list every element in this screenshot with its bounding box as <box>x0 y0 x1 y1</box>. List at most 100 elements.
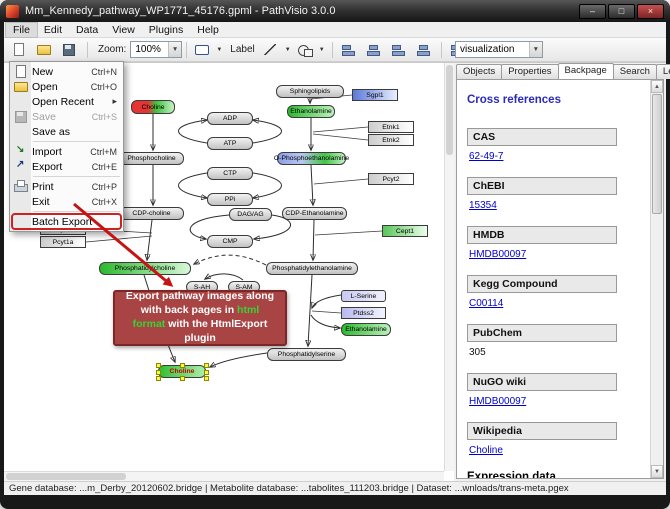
xref-link[interactable]: HMDB00097 <box>469 396 527 407</box>
selection-handle[interactable] <box>156 369 161 375</box>
selection-handle[interactable] <box>156 363 161 368</box>
scrollbar-thumb[interactable] <box>652 94 662 214</box>
selection-handle[interactable] <box>156 376 161 381</box>
pathway-node-sgpl1[interactable]: Sgpl1 <box>352 89 398 101</box>
dropdown-arrow-icon[interactable]: ▼ <box>167 42 182 57</box>
xref-link[interactable]: HMDB00097 <box>469 249 527 260</box>
tab-properties[interactable]: Properties <box>501 64 559 79</box>
pathway-node-cept1[interactable]: Cept1 <box>382 225 428 237</box>
scroll-up-button[interactable]: ▲ <box>651 80 663 93</box>
distribute-vertical-button[interactable] <box>412 41 437 59</box>
pathway-node-cdp-choline[interactable]: CDP-choline <box>119 207 184 220</box>
insert-datanode-button[interactable]: ▼ <box>191 41 225 59</box>
selection-handle[interactable] <box>180 363 185 368</box>
tab-backpage[interactable]: Backpage <box>557 63 614 79</box>
visualization-combobox[interactable]: visualization ▼ <box>455 41 543 58</box>
dropdown-arrow-icon[interactable]: ▼ <box>318 46 325 53</box>
pathway-node-pcyt1a[interactable]: Pcyt1a <box>40 236 86 248</box>
xref-link[interactable]: C00114 <box>469 298 504 309</box>
selection-handle[interactable] <box>180 376 185 381</box>
menubar-item-file[interactable]: File <box>5 21 38 38</box>
minimize-button[interactable]: – <box>579 3 606 19</box>
canvas-vertical-scrollbar[interactable] <box>444 63 454 471</box>
pathway-node-phosphatidylethanolamine[interactable]: Phosphatidylethanolamine <box>266 262 358 275</box>
tab-objects[interactable]: Objects <box>456 64 503 79</box>
dropdown-arrow-icon[interactable]: ▼ <box>528 42 542 57</box>
dropdown-arrow-icon[interactable]: ▼ <box>216 46 223 53</box>
pathway-node-o-phosphoethanolamine[interactable]: O-Phosphoethanolamine <box>274 152 349 165</box>
menubar-item-plugins[interactable]: Plugins <box>148 23 184 36</box>
new-file-button[interactable] <box>8 41 33 59</box>
close-button[interactable]: × <box>637 3 664 19</box>
tab-search[interactable]: Search <box>612 64 657 79</box>
menubar-item-view[interactable]: View <box>112 23 135 36</box>
menu-item-batch-export[interactable]: Batch Export <box>10 213 123 230</box>
pathway-node-phosphatidylcholine[interactable]: Phosphatidylcholine <box>99 262 191 275</box>
distribute-horizontal-button[interactable] <box>387 41 412 59</box>
toolbar-separator <box>186 41 188 58</box>
pathway-node-pcyt2[interactable]: Pcyt2 <box>368 173 414 185</box>
pathway-node-cmp[interactable]: CMP <box>207 235 253 248</box>
insert-line-button[interactable]: ▼ <box>260 41 294 59</box>
pathway-node-choline-bottom[interactable]: Choline <box>156 363 209 381</box>
pathway-node-l-serine[interactable]: L-Serine <box>341 290 386 302</box>
scrollbar-thumb[interactable] <box>446 65 453 155</box>
menubar-item-edit[interactable]: Edit <box>43 23 63 36</box>
pathway-node-ethanolamine-bottom[interactable]: Ethanolamine <box>341 323 391 336</box>
annotation-callout: Export pathway images along with back pa… <box>113 290 287 346</box>
pathway-node-etnk2[interactable]: Etnk2 <box>368 134 414 146</box>
status-text: Gene database: ...m_Derby_20120602.bridg… <box>9 483 569 494</box>
scroll-down-button[interactable]: ▼ <box>651 465 663 478</box>
canvas-horizontal-scrollbar[interactable] <box>4 471 444 481</box>
tab-legend[interactable]: Legend <box>655 64 670 79</box>
title-bar[interactable]: Mm_Kennedy_pathway_WP1771_45176.gpml - P… <box>0 0 670 22</box>
pathway-node-adp[interactable]: ADP <box>207 112 253 125</box>
xref-link[interactable]: Choline <box>469 445 503 456</box>
menubar-item-help[interactable]: Help <box>197 23 219 36</box>
dropdown-arrow-icon[interactable]: ▼ <box>284 46 291 53</box>
app-icon <box>6 4 19 18</box>
selection-handle[interactable] <box>204 369 209 375</box>
xref-link[interactable]: 15354 <box>469 200 497 211</box>
xref-link[interactable]: 62-49-7 <box>469 151 504 162</box>
pathway-node-cdp-ethanolamine[interactable]: CDP-Ethanolamine <box>282 207 347 220</box>
selection-handle[interactable] <box>204 376 209 381</box>
pathway-node-atp[interactable]: ATP <box>207 137 253 150</box>
selection-handle[interactable] <box>204 363 209 368</box>
pathway-node-phosphatidylserine[interactable]: Phosphatidylserine <box>267 348 346 361</box>
maximize-button[interactable]: □ <box>608 3 635 19</box>
pathway-node-ethanolamine-top[interactable]: Ethanolamine <box>287 105 335 118</box>
menu-item-save-as[interactable]: Save as <box>10 124 123 139</box>
pathway-node-etnk1[interactable]: Etnk1 <box>368 121 414 133</box>
save-file-button[interactable] <box>58 41 83 59</box>
menu-separator <box>33 211 120 212</box>
pathway-node-choline-top[interactable]: Choline <box>131 100 175 114</box>
align-center-button[interactable] <box>362 41 387 59</box>
open-file-button[interactable] <box>33 41 58 59</box>
import-icon <box>13 144 28 158</box>
scrollbar-thumb[interactable] <box>6 473 126 480</box>
align-left-button[interactable] <box>337 41 362 59</box>
pathway-node-ctp[interactable]: CTP <box>207 167 253 180</box>
pathway-node-ptdss2[interactable]: Ptdss2 <box>341 307 386 319</box>
menu-item-label: Save <box>32 110 56 123</box>
pathway-node-sphingolipids[interactable]: Sphingolipids <box>276 85 344 98</box>
insert-shape-button[interactable]: ▼ <box>294 41 328 59</box>
pathway-node-phosphocholine[interactable]: Phosphocholine <box>119 152 184 165</box>
pathway-node-ppi[interactable]: PPi <box>207 193 253 206</box>
insert-label-button[interactable]: Label <box>225 41 259 59</box>
menu-item-open-recent[interactable]: Open Recent▸ <box>10 94 123 109</box>
side-panel-scrollbar[interactable]: ▲ ▼ <box>650 80 663 478</box>
pathway-node-dag[interactable]: DAG/AG <box>229 208 272 221</box>
menubar-item-data[interactable]: Data <box>76 23 99 36</box>
zoom-combobox[interactable]: 100% ▼ <box>130 41 183 58</box>
